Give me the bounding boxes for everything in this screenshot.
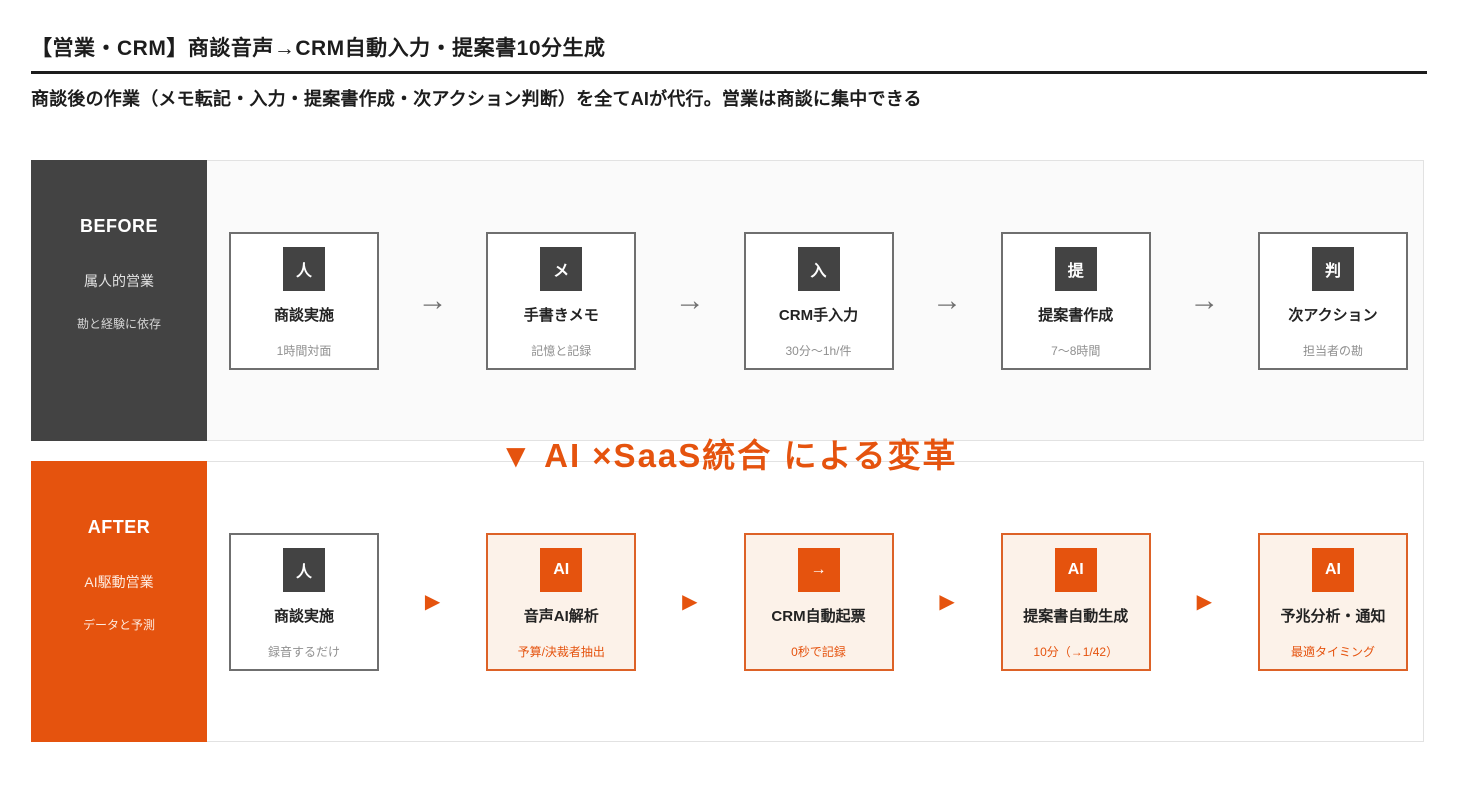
step-note: 最適タイミング: [1290, 644, 1375, 659]
step-title: 音声AI解析: [523, 607, 599, 625]
after-flow: 人 商談実施 録音するだけ ▶ AI 音声AI解析 予算/決裁者抽出 ▶ → C…: [208, 462, 1423, 741]
person-icon: 人: [283, 246, 325, 291]
input-icon: 入: [797, 246, 840, 291]
page-subtitle: 商談後の作業（メモ転記・入力・提案書作成・次アクション判断）を全てAIが代行。営…: [31, 89, 922, 109]
step-note: 0秒で記録: [791, 644, 846, 659]
auto-transfer-icon: →: [797, 547, 840, 592]
step-card-after-2: AI 音声AI解析 予算/決裁者抽出: [486, 532, 637, 671]
step-note: 予算/決裁者抽出: [517, 644, 605, 659]
before-sidebar-line1: 属人的営業: [84, 273, 154, 289]
proposal-icon: 提: [1054, 246, 1097, 291]
triangle-arrow-icon: ▶: [939, 590, 955, 613]
step-title: 提案書自動生成: [1023, 607, 1129, 625]
after-sidebar-line2: データと予測: [82, 618, 155, 632]
step-card-before-4: 提 提案書作成 7〜8時間: [1000, 231, 1151, 370]
before-sidebar: BEFORE 属人的営業 勘と経験に依存: [31, 160, 207, 441]
step-note: 録音するだけ: [267, 644, 340, 659]
after-sidebar: AFTER AI駆動営業 データと予測: [31, 461, 207, 742]
right-arrow-icon: →: [417, 283, 448, 317]
step-card-after-4: AI 提案書自動生成 10分（→1/42）: [1000, 532, 1151, 671]
after-sidebar-line1: AI駆動営業: [84, 574, 154, 590]
step-card-after-3: → CRM自動起票 0秒で記録: [743, 532, 894, 671]
step-note: 担当者の勘: [1302, 343, 1363, 358]
judgement-icon: 判: [1312, 246, 1354, 291]
before-sidebar-line2: 勘と経験に依存: [76, 317, 161, 331]
step-note: 1時間対面: [276, 343, 332, 358]
step-title: CRM自動起票: [771, 607, 866, 625]
step-title: 予兆分析・通知: [1280, 607, 1386, 625]
step-card-before-2: メ 手書きメモ 記憶と記録: [486, 231, 637, 370]
step-note: 10分（→1/42）: [1033, 644, 1119, 659]
before-panel: BEFORE 属人的営業 勘と経験に依存 人 商談実施 1時間対面 → メ 手書…: [31, 160, 1424, 441]
step-title: 商談実施: [273, 607, 334, 625]
step-title: 手書きメモ: [523, 306, 599, 324]
triangle-arrow-icon: ▶: [424, 590, 441, 613]
before-flow: 人 商談実施 1時間対面 → メ 手書きメモ 記憶と記録 → 入 CRM手入力 …: [208, 161, 1423, 440]
right-arrow-icon: →: [1189, 283, 1220, 317]
triangle-arrow-icon: ▶: [1196, 590, 1213, 613]
memo-icon: メ: [540, 246, 583, 291]
step-title: 商談実施: [273, 306, 334, 324]
step-card-before-5: 判 次アクション 担当者の勘: [1258, 231, 1408, 370]
after-label: AFTER: [87, 517, 151, 537]
step-note: 30分〜1h/件: [785, 343, 852, 358]
ai-icon: AI: [1054, 547, 1097, 592]
step-title: 提案書作成: [1038, 306, 1114, 324]
step-card-after-1: 人 商談実施 録音するだけ: [229, 532, 379, 671]
step-title: CRM手入力: [778, 306, 859, 324]
person-icon: 人: [283, 547, 325, 592]
step-card-after-5: AI 予兆分析・通知 最適タイミング: [1258, 532, 1408, 671]
right-arrow-icon: →: [932, 283, 963, 317]
step-title: 次アクション: [1288, 306, 1378, 324]
right-arrow-icon: →: [674, 283, 705, 317]
transform-label: ▼ AI ×SaaS統合 による変革: [499, 437, 958, 474]
step-card-before-3: 入 CRM手入力 30分〜1h/件: [743, 231, 894, 370]
triangle-arrow-icon: ▶: [682, 590, 698, 613]
after-panel: AFTER AI駆動営業 データと予測 人 商談実施 録音するだけ ▶ AI 音…: [31, 461, 1424, 742]
before-label: BEFORE: [79, 216, 158, 236]
ai-icon: AI: [540, 547, 583, 592]
title-divider: [31, 71, 1427, 74]
page-title: 【営業・CRM】商談音声→CRM自動入力・提案書10分生成: [31, 37, 606, 60]
step-card-before-1: 人 商談実施 1時間対面: [229, 231, 379, 370]
ai-icon: AI: [1312, 547, 1354, 592]
step-note: 7〜8時間: [1051, 343, 1101, 358]
step-note: 記憶と記録: [531, 343, 592, 358]
